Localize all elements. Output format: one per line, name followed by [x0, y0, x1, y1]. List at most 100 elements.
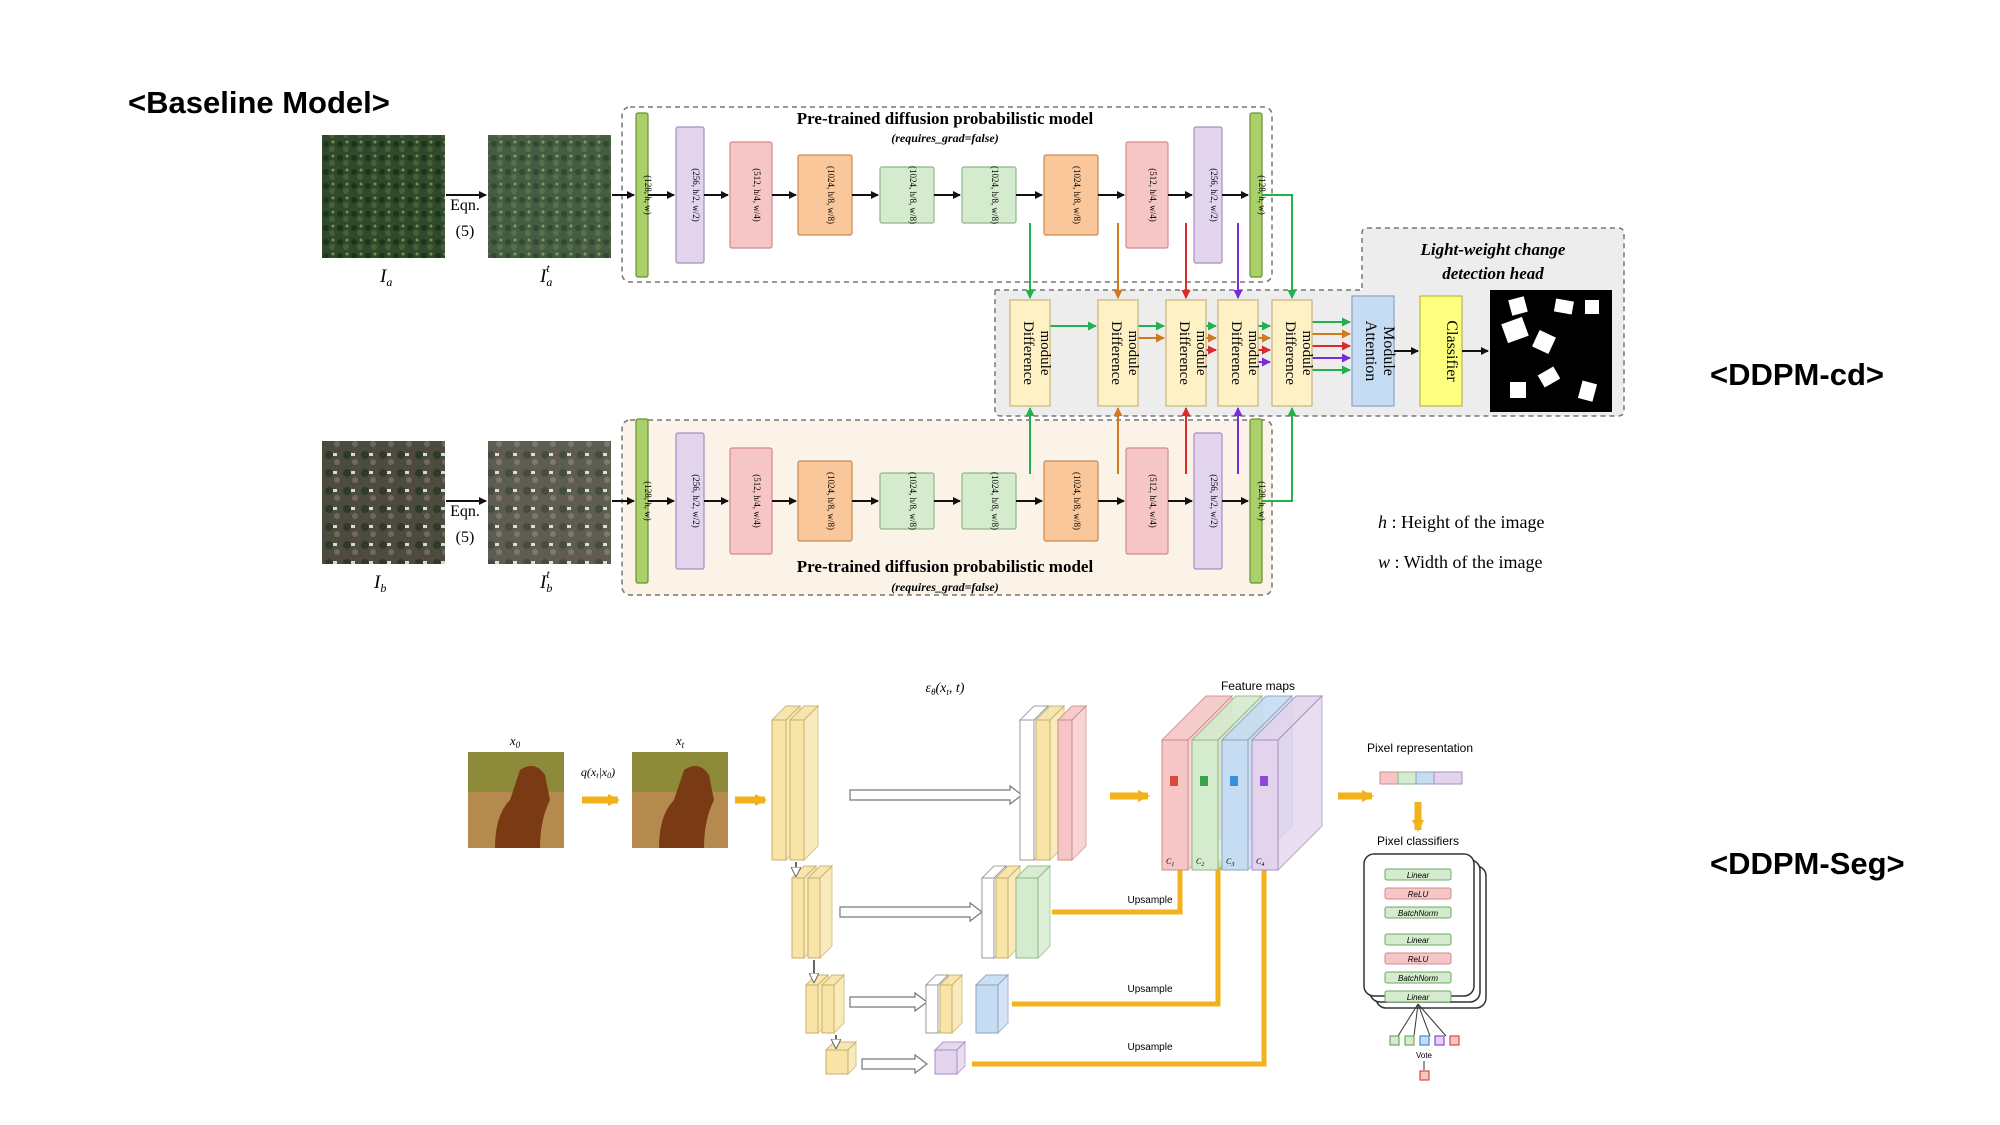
- caption-ib: Ib: [373, 572, 386, 595]
- classifier-layer-7: [1384, 990, 1452, 1003]
- decoder-block-4: [934, 1049, 958, 1075]
- decoder-block-1c: [1057, 719, 1073, 861]
- classifier-layer-label-6: BatchNorm: [1398, 974, 1438, 983]
- classifier-layer-5: [1384, 952, 1452, 965]
- label-baseline-model: <Baseline Model>: [128, 85, 390, 120]
- image-ia: [322, 135, 445, 258]
- skip-arrow-3: [849, 991, 928, 1013]
- ddpm-cd-diagram: Pre-trained diffusion probabilistic mode…: [322, 106, 1625, 596]
- feature-map-label-4: C4: [1256, 857, 1264, 868]
- ddpm-seg-diagram: x0 xt q(xt|x0) εθ(xt, t) Feature maps Pi…: [468, 679, 1487, 1081]
- skip-arrow-1: [849, 784, 1023, 806]
- skip-arrow-4: [861, 1053, 928, 1075]
- bottom-block-4: [797, 460, 853, 542]
- upsample-path-1: [1052, 858, 1186, 915]
- label-eps: εθ(xt, t): [926, 681, 965, 697]
- label-pixel-representation: Pixel representation: [1367, 741, 1473, 755]
- vote-label: Vote: [1416, 1051, 1433, 1060]
- difference-module-label-b-5: module: [1299, 331, 1315, 376]
- classifier-output-4: [1434, 1035, 1445, 1046]
- pixel-rep-segment-1: [1379, 771, 1399, 785]
- decoder-block-2a: [981, 877, 995, 959]
- classifier-label: Classifier: [1443, 320, 1460, 382]
- caption-ia-t: Iat: [539, 261, 552, 289]
- bottom-block-label-2: (256, h/2, w/2): [691, 474, 701, 528]
- encoder-block-2b: [807, 877, 821, 959]
- encoder-block-3b: [821, 984, 835, 1034]
- bottom-block-3: [729, 447, 773, 555]
- bottom-block-label-4: (1024, h/8, w/8): [826, 472, 836, 530]
- feature-map-3: [1221, 739, 1249, 871]
- bottom-block-label-6: (1024, h/8, w/8): [990, 472, 1000, 530]
- feature-map-pixel-1: [1170, 776, 1178, 786]
- label-upsample-3: Upsample: [1127, 1042, 1172, 1053]
- difference-module-label-b-4: module: [1245, 331, 1261, 376]
- attention-label-1: Attention: [1362, 321, 1379, 381]
- image-ib-t: [488, 441, 611, 564]
- classifier-layer-label-2: ReLU: [1408, 890, 1429, 899]
- decoder-block-1a: [1019, 719, 1035, 861]
- encoder-block-1a: [771, 719, 787, 861]
- image-ia-t: [488, 135, 611, 258]
- bottom-model-title: Pre-trained diffusion probabilistic mode…: [797, 557, 1094, 576]
- skip-arrow-2: [839, 901, 983, 923]
- bottom-model-subtitle: (requires_grad=false): [891, 580, 999, 594]
- classifier-layer-2: [1384, 887, 1452, 900]
- feature-map-label-1: C1: [1166, 857, 1174, 868]
- decoder-block-2c: [1015, 877, 1039, 959]
- classifier-layer-6: [1384, 971, 1452, 984]
- classifier-output-1: [1389, 1035, 1400, 1046]
- difference-module-2: [1097, 299, 1139, 407]
- encoder-block-3a: [805, 984, 819, 1034]
- top-block-label-7: (1024, h/8, w/8): [1072, 166, 1082, 224]
- top-model-subtitle: (requires_grad=false): [891, 131, 999, 145]
- eqn-label-top-1: Eqn.: [450, 197, 480, 214]
- difference-module-5: [1271, 299, 1313, 407]
- bottom-block-6: [961, 472, 1017, 530]
- classifier-layer-label-4: Linear: [1407, 936, 1430, 945]
- top-block-label-9: (256, h/2, w/2): [1209, 168, 1219, 222]
- image-xt: [632, 752, 728, 848]
- upsample-path-2: [1012, 858, 1224, 1007]
- bottom-block-label-8: (512, h/4, w/4): [1148, 474, 1158, 528]
- classifier-output-2: [1404, 1035, 1415, 1046]
- classifier-layer-1: [1384, 868, 1452, 881]
- classifier-output-5: [1449, 1035, 1460, 1046]
- attention-label-2: Module: [1380, 326, 1397, 376]
- top-block-7: [1043, 154, 1099, 236]
- feature-map-pixel-2: [1200, 776, 1208, 786]
- top-block-8: [1125, 141, 1169, 249]
- top-encoder-decoder-blocks: (128, h, w)(256, h/2, w/2)(512, h/4, w/4…: [612, 112, 1267, 278]
- top-block-label-3: (512, h/4, w/4): [752, 168, 762, 222]
- image-ib: [322, 441, 445, 564]
- feature-map-pixel-4: [1260, 776, 1268, 786]
- difference-module-label-a-2: Difference: [1108, 321, 1124, 385]
- top-block-5: [879, 166, 935, 224]
- top-block-label-5: (1024, h/8, w/8): [908, 166, 918, 224]
- classifier-layer-label-1: Linear: [1407, 871, 1430, 880]
- pixel-rep-segment-2: [1397, 771, 1417, 785]
- classifier-box: [1419, 295, 1463, 407]
- decoder-block-2b: [995, 877, 1009, 959]
- difference-module-label-b-3: module: [1193, 331, 1209, 376]
- classifier-layer-3: [1384, 906, 1452, 919]
- decoder-block-3b: [939, 984, 953, 1034]
- feature-map-2: [1191, 739, 1219, 871]
- label-upsample-2: Upsample: [1127, 984, 1172, 995]
- image-x0: [468, 752, 564, 848]
- encoder-block-1b: [789, 719, 805, 861]
- label-ddpm-cd: <DDPM-cd>: [1710, 357, 1884, 392]
- upsample-path-3: [972, 858, 1270, 1067]
- top-block-3: [729, 141, 773, 249]
- pixel-rep-segment-4: [1433, 771, 1463, 785]
- legend-height: h : Height of the image: [1378, 512, 1544, 532]
- difference-module-1: [1009, 299, 1051, 407]
- difference-module-label-b-1: module: [1037, 331, 1053, 376]
- bottom-model-container: [621, 419, 1273, 596]
- pixel-classifiers-stack: LinearReLUBatchNormLinearReLUBatchNormLi…: [1363, 853, 1487, 1081]
- top-block-label-4: (1024, h/8, w/8): [826, 166, 836, 224]
- label-q: q(xt|x0): [581, 765, 615, 780]
